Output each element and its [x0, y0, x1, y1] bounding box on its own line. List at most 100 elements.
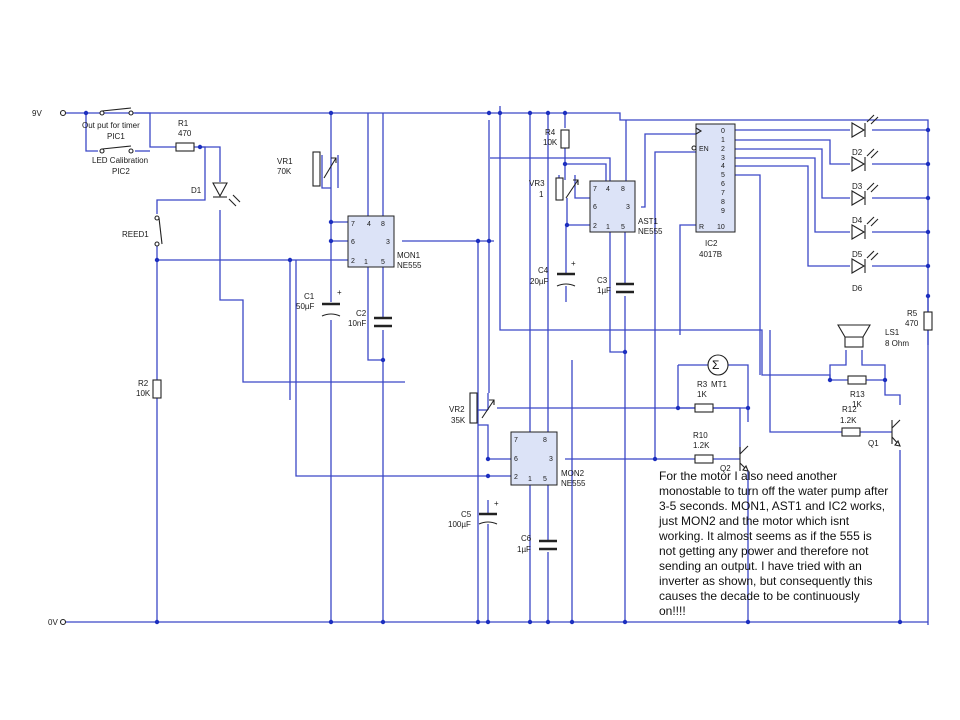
mon1-label: MON1: [397, 251, 421, 260]
led-d5: D5: [851, 216, 879, 259]
pic1-desc: Out put for timer: [82, 121, 140, 130]
ic2-out10: 10: [717, 224, 725, 231]
vplus-terminal: [59, 109, 67, 117]
mon1-pin3: 3: [386, 239, 390, 246]
c5-label: C5: [461, 510, 472, 519]
r3-value: 1K: [697, 390, 707, 399]
r10-value: 1.2K: [693, 441, 710, 450]
note-line: monostable to turn off the water pump af…: [659, 484, 888, 498]
resistor-r12: R12 1.2K: [840, 405, 861, 437]
ast1-pin7: 7: [593, 186, 597, 193]
ic-mon2: 7 8 6 3 2 1 5 MON2 NE555: [510, 431, 586, 488]
resistor-r3: R3 1K: [694, 380, 714, 413]
mon1-type: NE555: [397, 261, 422, 270]
note-line: inverter as shown, but consequently this: [659, 574, 872, 588]
capacitor-c6: C6 1µF: [517, 534, 557, 554]
r13-label: R13: [850, 390, 865, 399]
mt1-label: MT1: [711, 380, 728, 389]
ground-label: 0V: [48, 618, 58, 627]
mon2-pin3: 3: [549, 456, 553, 463]
led-d6: D6: [851, 250, 879, 293]
d6-label: D6: [852, 284, 863, 293]
note-line: just MON2 and the motor which isnt: [658, 514, 850, 528]
motor-symbol: Σ: [712, 358, 719, 372]
note-line: sending an output. I have tried with an: [659, 559, 862, 573]
led-d4: D4: [851, 182, 879, 225]
note-line: 3-5 seconds. MON1, AST1 and IC2 works,: [659, 499, 885, 513]
mon1-pin8: 8: [381, 221, 385, 228]
d1-label: D1: [191, 186, 202, 195]
mon2-pin1: 1: [528, 476, 532, 483]
r12-value: 1.2K: [840, 416, 857, 425]
ast1-label: AST1: [638, 217, 659, 226]
ic2-out2: 2: [721, 146, 725, 153]
ic2-type: 4017B: [699, 250, 722, 259]
ast1-pin5: 5: [621, 224, 625, 231]
c5-plus: +: [494, 499, 499, 508]
resistor-r10: R10 1.2K: [693, 431, 714, 464]
pic1-label: PIC1: [107, 132, 125, 141]
mon1-pin1: 1: [364, 259, 368, 266]
r3-label: R3: [697, 380, 708, 389]
c4-plus: +: [571, 259, 576, 268]
author-note: For the motor I also need another monost…: [658, 469, 888, 618]
vr2-label: VR2: [449, 405, 465, 414]
resistor-r4: R4 10K: [543, 128, 570, 149]
ic2-out3: 3: [721, 155, 725, 162]
led-d2: D2: [851, 114, 879, 157]
c4-value: 20µF: [530, 277, 549, 286]
r10-label: R10: [693, 431, 708, 440]
note-line: not getting any power and therefore not: [659, 544, 869, 558]
reed1-label: REED1: [122, 230, 149, 239]
c5-value: 100µF: [448, 520, 471, 529]
ast1-pin6: 6: [593, 204, 597, 211]
c2-value: 10nF: [348, 319, 366, 328]
q2-label: Q2: [720, 464, 731, 473]
ic2-out1: 1: [721, 137, 725, 144]
c1-label: C1: [304, 292, 315, 301]
ic-mon1: 7 4 8 6 3 2 1 5 MON1 NE555: [347, 215, 422, 270]
ic2-out0: 0: [721, 128, 725, 135]
ic2-out9: 9: [721, 208, 725, 215]
r4-value: 10K: [543, 138, 558, 147]
r4-label: R4: [545, 128, 556, 137]
c6-label: C6: [521, 534, 532, 543]
ast1-type: NE555: [638, 227, 663, 236]
r1-value: 470: [178, 129, 192, 138]
pic2-label: PIC2: [112, 167, 130, 176]
ast1-pin2: 2: [593, 223, 597, 230]
mon2-label: MON2: [561, 469, 585, 478]
d2-label: D2: [852, 148, 863, 157]
capacitor-c5: + C5 100µF: [448, 499, 499, 529]
resistor-r2: R2 10K: [136, 379, 162, 399]
led-d1: D1: [191, 182, 241, 207]
ls1-value: 8 Ohm: [885, 339, 909, 348]
motor-mt1: Σ MT1: [707, 354, 729, 389]
q1-label: Q1: [868, 439, 879, 448]
pot-vr2: VR2 35K: [449, 392, 495, 425]
r12-label: R12: [842, 405, 857, 414]
mon1-pin4: 4: [367, 221, 371, 228]
d4-label: D4: [852, 216, 863, 225]
resistor-r1: R1 470: [175, 119, 195, 152]
pot-vr1: VR1 70K: [277, 151, 337, 187]
resistor-r5: R5 470: [905, 309, 933, 331]
mon2-pin5: 5: [543, 476, 547, 483]
ic2-out7: 7: [721, 190, 725, 197]
ic2-out5: 5: [721, 172, 725, 179]
d3-label: D3: [852, 182, 863, 191]
speaker-ls1: LS1 8 Ohm: [837, 324, 909, 348]
c6-value: 1µF: [517, 545, 531, 554]
ast1-pin8: 8: [621, 186, 625, 193]
r2-value: 10K: [136, 389, 151, 398]
note-line: on!!!!: [659, 604, 686, 618]
r5-label: R5: [907, 309, 918, 318]
resistor-r13: R13 1K: [847, 375, 867, 409]
capacitor-c1: + C1 50µF: [296, 288, 342, 317]
note-line: causes the decade to be continuously: [659, 589, 860, 603]
note-line: For the motor I also need another: [659, 469, 837, 483]
c1-value: 50µF: [296, 302, 315, 311]
mon2-pin7: 7: [514, 437, 518, 444]
ic2-label: IC2: [705, 239, 718, 248]
